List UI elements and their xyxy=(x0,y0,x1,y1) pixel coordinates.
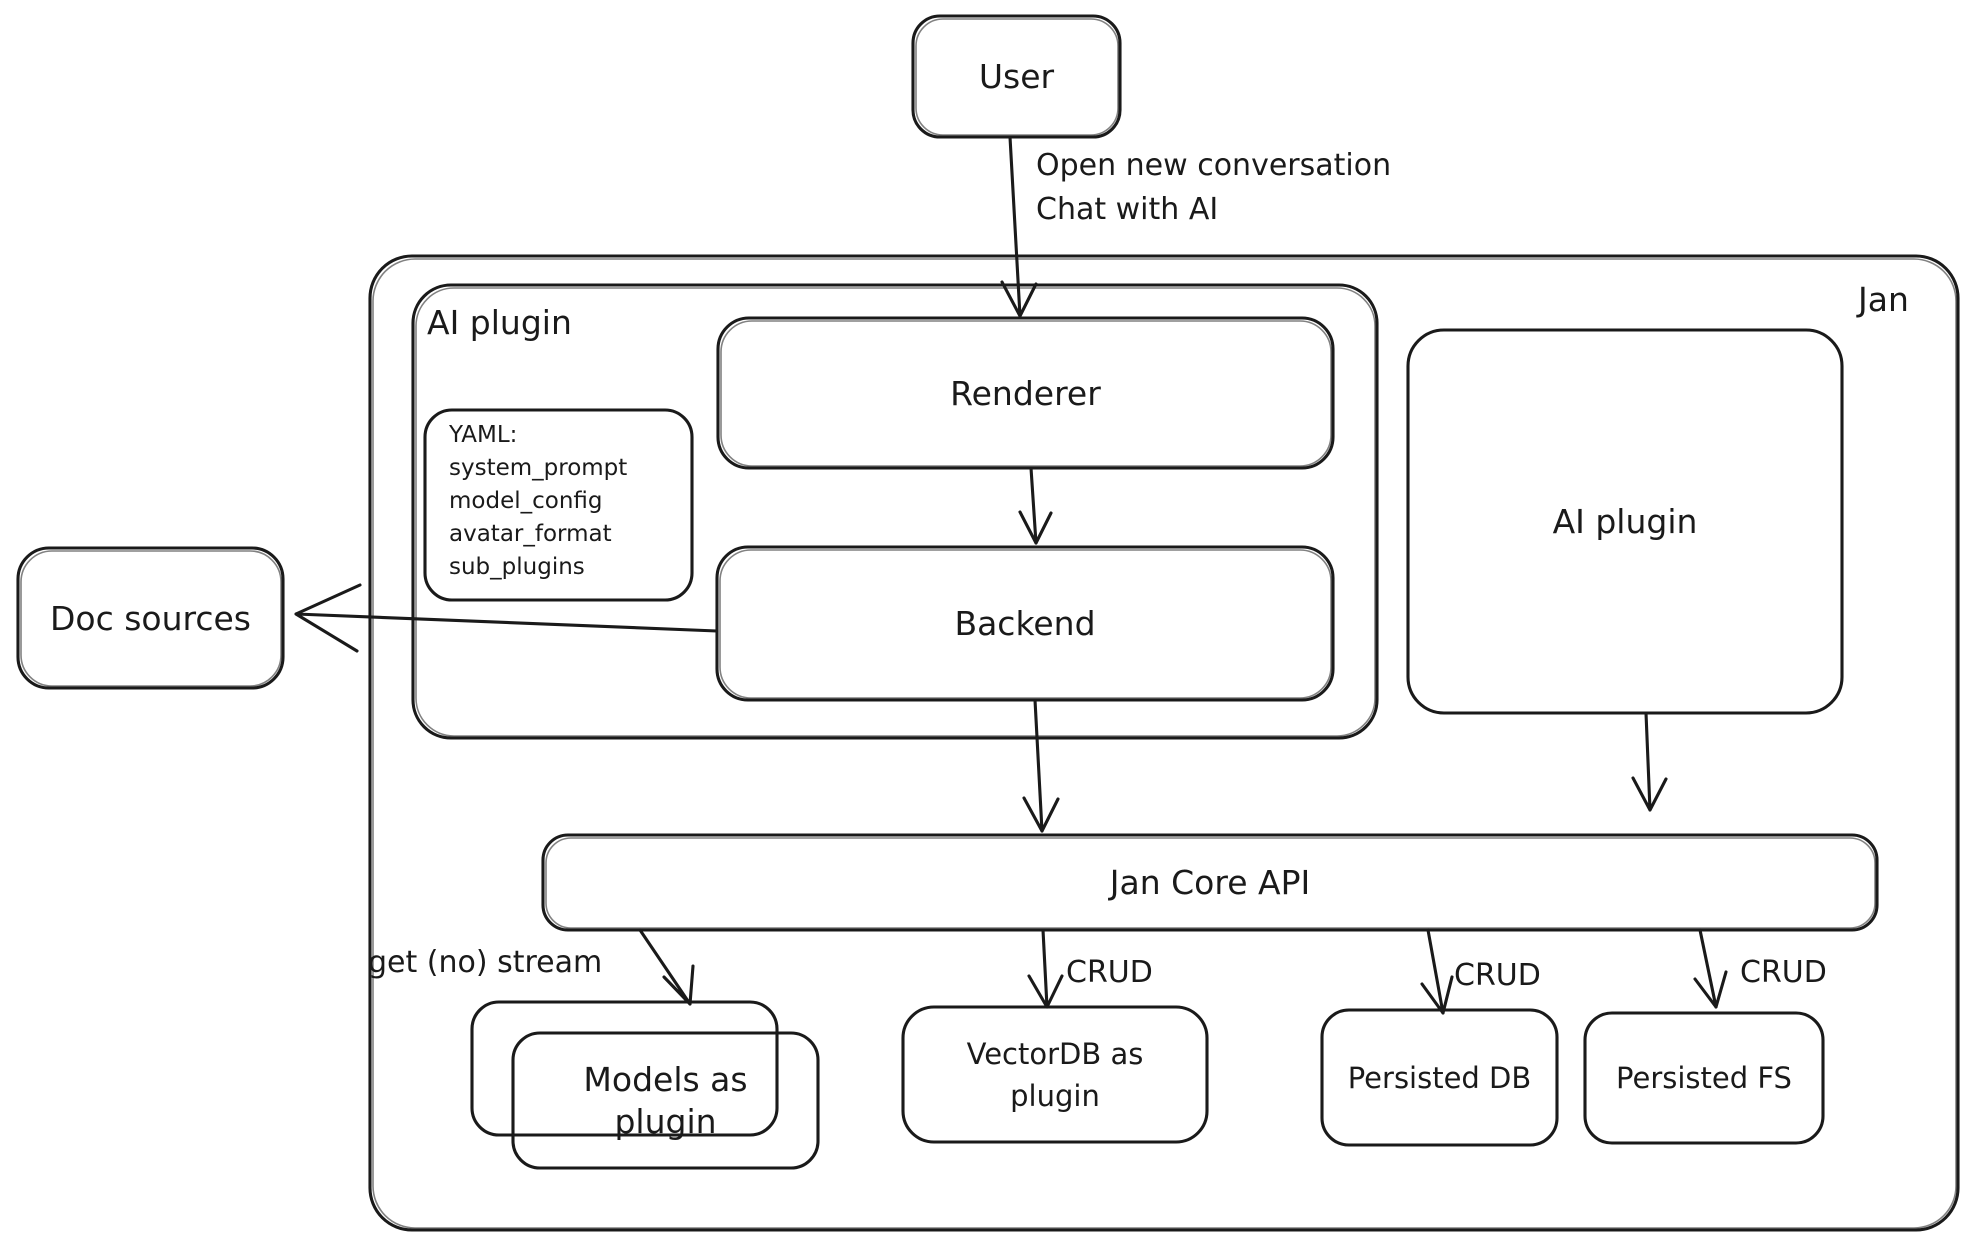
yaml-note-line: system_prompt xyxy=(449,455,628,481)
backend-box-sketchline xyxy=(719,549,1332,699)
user-box xyxy=(911,14,1122,139)
persisted-fs-box xyxy=(1583,1011,1825,1145)
arrow-renderer-to-backend xyxy=(1018,466,1053,545)
arrow-jan-core-api-to-models xyxy=(638,928,695,1006)
arrow-jan-core-api-to-persisted-db xyxy=(1420,928,1454,1015)
ai-plugin-group-box-sketchline xyxy=(415,287,1376,737)
vectordb-box xyxy=(901,1005,1209,1144)
backend-box xyxy=(715,545,1335,702)
jan-container-box xyxy=(368,254,1960,1232)
edge-label-crud-persisted-fs: CRUD xyxy=(1740,955,1827,990)
jan-core-api-box xyxy=(541,833,1879,932)
doc-sources-label: Doc sources xyxy=(49,598,251,638)
doc-sources-box-sketchline xyxy=(20,550,282,687)
arrow-user-to-renderer xyxy=(1000,135,1038,318)
ai-plugin-group-label: AI plugin xyxy=(427,303,572,342)
yaml-note-line: avatar_format xyxy=(449,521,612,547)
doc-sources-box xyxy=(16,546,285,690)
user-box-sketchline xyxy=(915,18,1119,136)
vectordb-as-plugin-label: VectorDB as plugin xyxy=(966,1036,1144,1113)
arrow-jan-core-api-to-vectordb xyxy=(1027,928,1064,1009)
edge-label-user-to-renderer: Open new conversation Chat with AI xyxy=(1036,148,1392,227)
arrow-ai-plugin-right-to-jan-core-api xyxy=(1631,711,1668,812)
arrow-jan-core-api-to-persisted-fs xyxy=(1693,928,1728,1009)
jan-core-api-label: Jan Core API xyxy=(1109,863,1311,902)
edge-label-crud-vectordb: CRUD xyxy=(1066,955,1153,990)
models-front-box xyxy=(511,1031,820,1170)
yaml-note-line: model_config xyxy=(449,488,603,514)
ai-plugin-group-box xyxy=(411,283,1379,740)
edge-label-crud-persisted-db: CRUD xyxy=(1454,958,1541,993)
jan-core-api-box-sketchline xyxy=(545,837,1876,929)
yaml-note-line: YAML: xyxy=(449,422,518,448)
ai-plugin-right-label: AI plugin xyxy=(1552,502,1698,541)
arrow-backend-to-jan-core-api xyxy=(1022,698,1060,833)
models-as-plugin-label: Models as plugin xyxy=(583,1059,748,1141)
jan-container-box-sketchline xyxy=(372,258,1957,1229)
yaml-note-line: sub_plugins xyxy=(449,554,585,580)
jan-container-label: Jan xyxy=(1858,280,1909,319)
renderer-label: Renderer xyxy=(950,373,1101,413)
backend-label: Backend xyxy=(954,604,1096,643)
renderer-box-sketchline xyxy=(720,320,1332,467)
yaml-note-box xyxy=(423,408,694,602)
persisted-fs-label: Persisted FS xyxy=(1616,1061,1792,1095)
user-label: User xyxy=(978,57,1055,96)
renderer-box xyxy=(716,316,1335,470)
ai-plugin-right-box xyxy=(1406,328,1844,715)
edge-label-get-no-stream: get (no) stream xyxy=(368,945,603,980)
persisted-db-label: Persisted DB xyxy=(1347,1060,1532,1095)
yaml-note-text: YAML: system_prompt model_config avatar_… xyxy=(449,419,627,584)
arrow-backend-to-doc-sources xyxy=(294,583,719,653)
models-back-box xyxy=(470,1000,779,1137)
